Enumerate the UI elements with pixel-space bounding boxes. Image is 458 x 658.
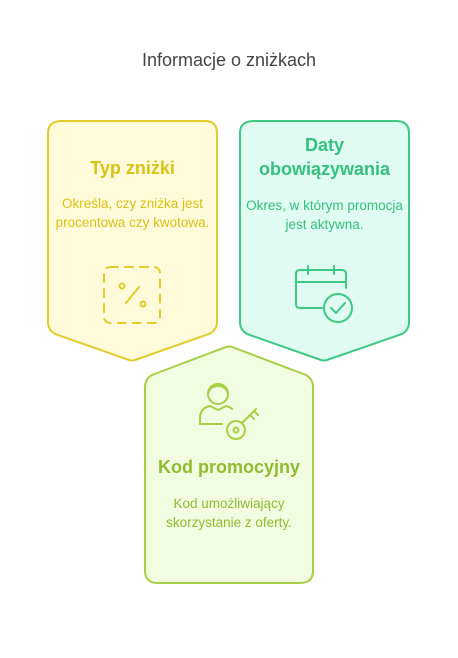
card-validity-dates-title: Daty obowiązywania <box>258 135 391 179</box>
percent-tag-icon <box>103 266 161 324</box>
person-key-icon <box>199 383 259 440</box>
card-promo-code-shape <box>144 345 314 584</box>
card-validity-dates-description: Okres, w którym promocja jest aktywna. <box>246 198 403 232</box>
card-validity-dates: Daty obowiązywania Okres, w którym promo… <box>246 133 403 234</box>
diagram-title: Informacje o zniżkach <box>141 50 317 70</box>
card-discount-type-shape <box>47 120 218 362</box>
card-validity-dates-shape <box>239 120 410 362</box>
card-promo-code: Kod promocyjny Kod umożliwiający skorzys… <box>152 455 306 532</box>
card-discount-type: Typ zniżki Określa, czy zniżka jest proc… <box>52 156 213 232</box>
calendar-check-icon <box>295 265 353 323</box>
card-discount-type-title: Typ zniżki <box>90 158 175 178</box>
card-promo-code-title: Kod promocyjny <box>157 457 300 477</box>
card-discount-type-description: Określa, czy zniżka jest procentowa czy … <box>55 196 210 230</box>
card-promo-code-description: Kod umożliwiający skorzystanie z oferty. <box>166 496 292 530</box>
